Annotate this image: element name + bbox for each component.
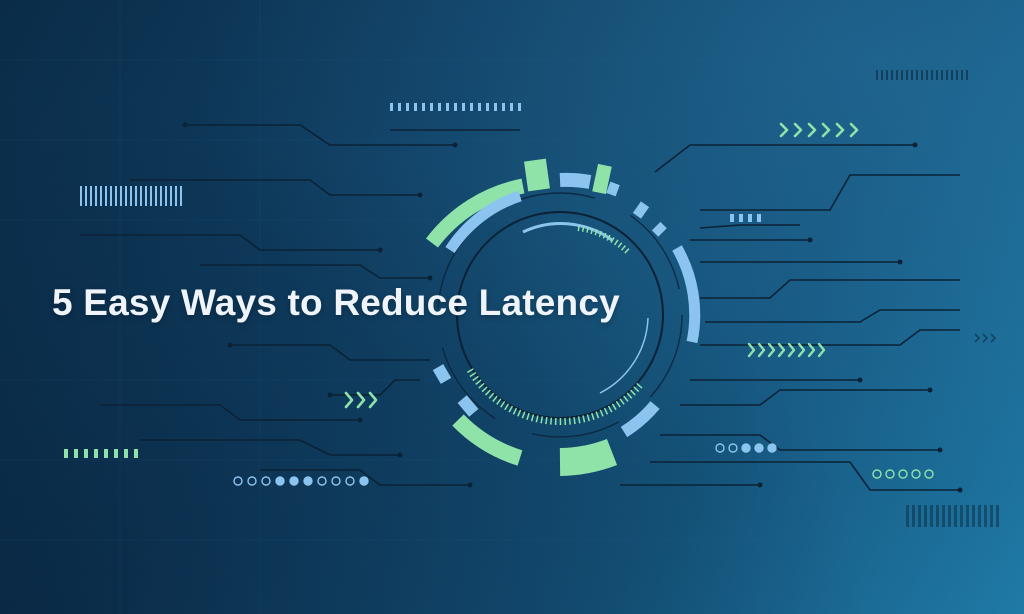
tick-bar-left [80,186,182,206]
chevron-right-icon [974,333,997,343]
tick-bar-bottom-left [64,449,138,458]
page-title: 5 Easy Ways to Reduce Latency [52,282,620,323]
dot-row-right [715,443,777,453]
chevron-right-icon [747,342,826,358]
tick-bar-bottom-right [906,505,999,527]
tick-bar-top-right [876,70,968,80]
circuit-traces-right [620,144,960,491]
gauge-ring-icon [426,158,701,476]
dot-row-far-right [872,469,934,479]
tick-bar-top [390,103,521,111]
circuit-traces-left [80,124,520,486]
circuit-nodes-left [182,122,473,488]
dot-row-bottom-center [233,476,369,486]
tick-bar-mid-right [730,214,761,222]
chevron-right-icon [344,391,378,409]
chevron-right-icon [779,122,859,138]
circuit-nodes-right [757,142,963,493]
